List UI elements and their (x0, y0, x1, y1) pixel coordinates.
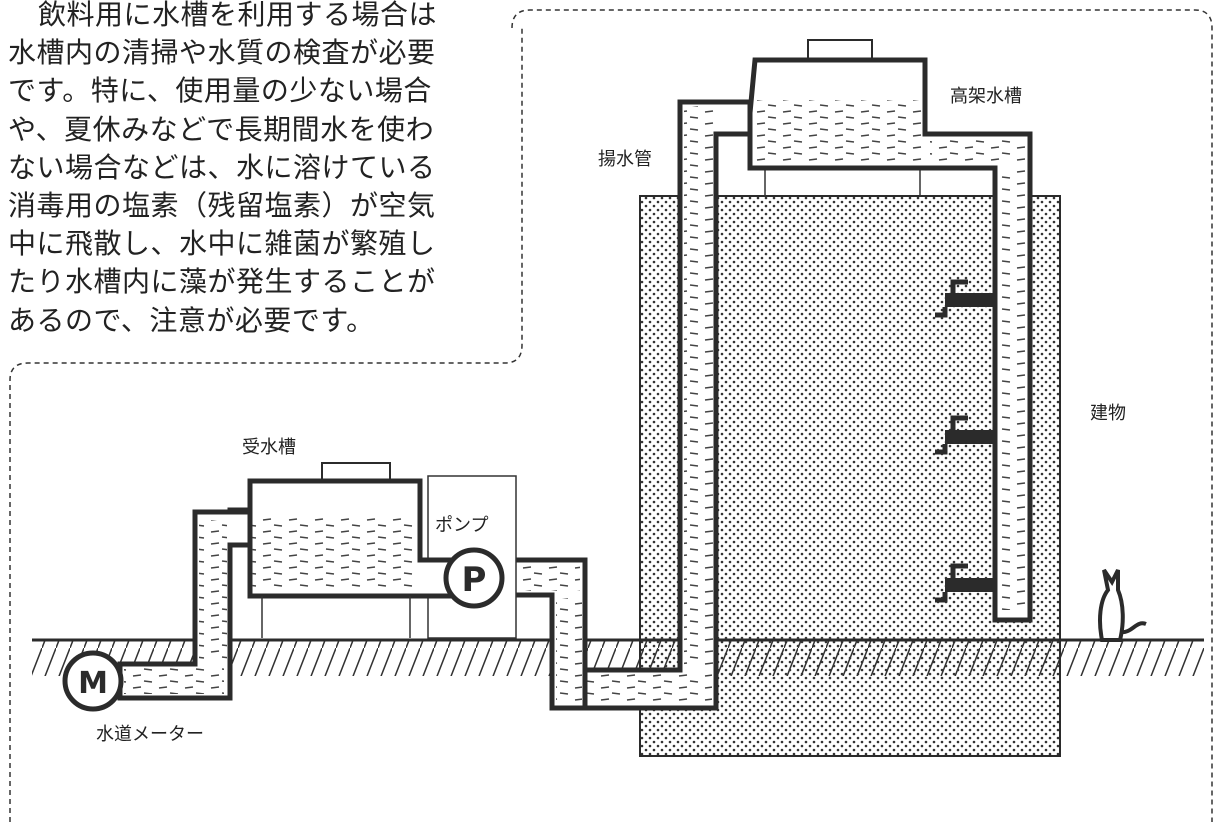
explanation-line: 飲料用に水槽を利用する場合は (38, 0, 438, 31)
explanation-line: 中に飛散し、水中に雑菌が繁殖し (8, 227, 436, 261)
label-receiving-tank: 受水槽 (242, 437, 296, 458)
elevated-tank (745, 39, 1033, 623)
label-riser-pipe: 揚水管 (598, 149, 652, 170)
faucet-bottom (935, 563, 995, 603)
meter-symbol-letter: M (78, 666, 108, 701)
elevated-tank-stand (764, 170, 921, 196)
meter-symbol: M (62, 650, 124, 712)
explanation-line: 水槽内の清掃や水質の検査が必要 (8, 36, 436, 70)
label-pump: ポンプ (435, 515, 489, 536)
dashed-frame (9, 9, 1213, 822)
pump-symbol-letter: P (462, 560, 487, 600)
explanation-line: ない場合などは、水に溶けている (8, 150, 436, 184)
riser-pipe (577, 99, 753, 711)
receiving-tank (227, 462, 458, 638)
explanation-text: 飲料用に水槽を利用する場合は 水槽内の清掃や水質の検査が必要 です。特に、使用量… (8, 0, 508, 340)
inlet-pipe (117, 509, 253, 701)
explanation-line: たり水槽内に藻が発生することが (8, 265, 436, 299)
explanation-line: や、夏休みなどで長期間水を使わ (8, 112, 435, 146)
explanation-line: あるので、注意が必要です。 (8, 303, 375, 337)
explanation-line: 消毒用の塩素（残留塩素）が空気 (8, 188, 436, 222)
label-building: 建物 (1090, 403, 1126, 424)
faucet-middle (935, 415, 995, 455)
explanation-line: です。特に、使用量の少ない場合 (8, 74, 432, 108)
label-meter: 水道メーター (96, 724, 204, 745)
cat-icon (1098, 568, 1147, 642)
label-elevated-tank: 高架水槽 (950, 86, 1022, 107)
faucet-top (935, 279, 995, 318)
pump-symbol: P (443, 547, 505, 609)
